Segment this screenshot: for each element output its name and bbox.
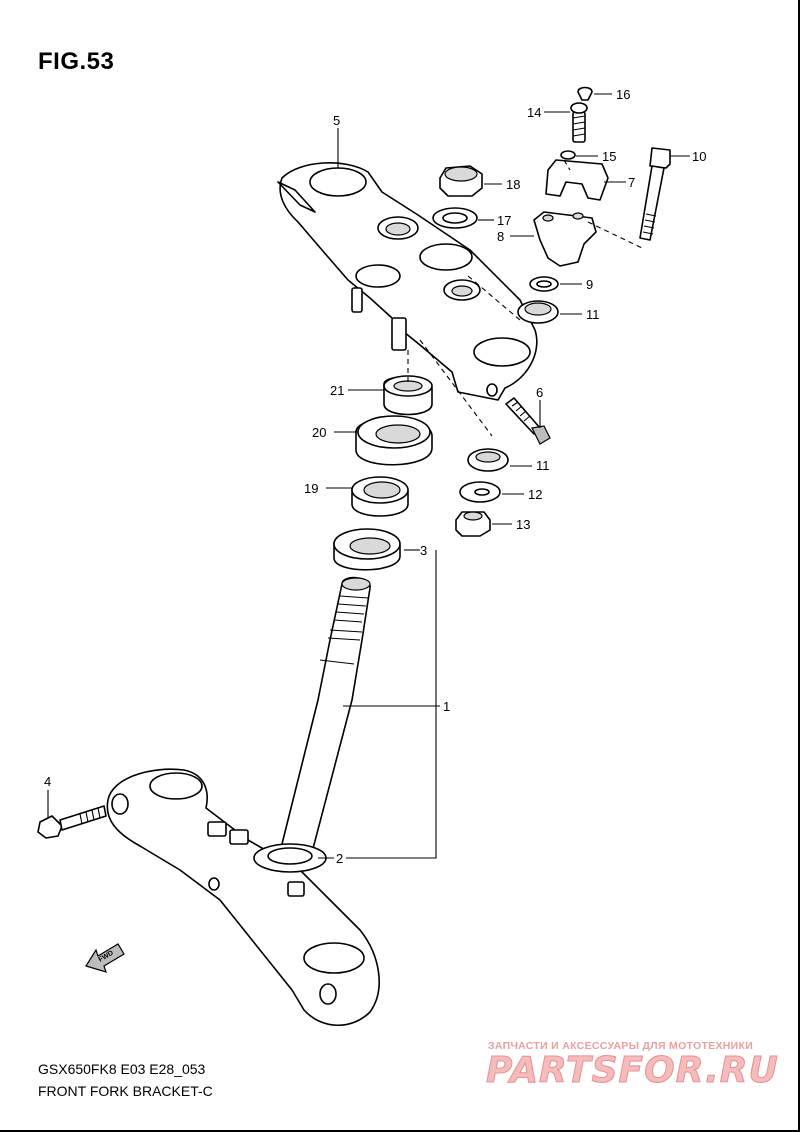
- bearing-19: [351, 476, 409, 517]
- washer-12: [459, 481, 501, 503]
- model-code: GSX650FK8 E03 E28_053: [38, 1061, 206, 1077]
- callout-13: 13: [516, 517, 530, 532]
- callout-15: 15: [602, 149, 616, 164]
- callout-7: 7: [628, 175, 635, 190]
- nut-13: [455, 511, 491, 537]
- holder-upper-7: [545, 159, 609, 201]
- callout-20: 20: [312, 425, 326, 440]
- callout-8: 8: [497, 229, 504, 244]
- bolt-4: [37, 805, 107, 839]
- callout-4: 4: [44, 774, 51, 789]
- callout-14: 14: [527, 105, 541, 120]
- holder-lower-8: [533, 211, 597, 267]
- callout-1: 1: [443, 699, 450, 714]
- callout-9: 9: [586, 277, 593, 292]
- callout-3: 3: [420, 543, 427, 558]
- figure-title: FIG.53: [38, 48, 115, 75]
- lower-bracket: [106, 768, 380, 1027]
- figure-name: FRONT FORK BRACKET-C: [38, 1083, 213, 1099]
- callout-6: 6: [536, 385, 543, 400]
- callout-2: 2: [336, 851, 343, 866]
- callout-10: 10: [692, 149, 706, 164]
- bolt-16-14-15: [560, 86, 593, 160]
- nut-21: [383, 375, 433, 416]
- washers-9-11: [517, 276, 559, 324]
- upper-bracket: [277, 162, 538, 401]
- callout-17: 17: [497, 213, 511, 228]
- fwd-arrow: FWD: [85, 943, 125, 973]
- callout-21: 21: [330, 383, 344, 398]
- callout-16: 16: [616, 87, 630, 102]
- watermark-tagline: ЗАПЧАСТИ И АКСЕССУАРЫ ДЛЯ МОТОТЕХНИКИ: [488, 1040, 754, 1052]
- steering-stem: [277, 576, 371, 861]
- watermark-logo: PARTSFOR.RU: [486, 1050, 779, 1092]
- cap-nut-18: [439, 165, 483, 197]
- callout-11-upper: 11: [586, 307, 600, 322]
- washer-11-lower: [467, 448, 509, 472]
- seal-20: [355, 415, 433, 466]
- callout-11-lower: 11: [536, 458, 550, 473]
- callout-labels: 1 2 3 4 5 6 7 8 9 10 11 11 12 13 14 15 1…: [44, 87, 706, 866]
- callout-18: 18: [506, 177, 520, 192]
- callout-19: 19: [304, 481, 318, 496]
- washer-17: [432, 207, 478, 229]
- callout-12: 12: [528, 487, 542, 502]
- race-3: [333, 528, 401, 571]
- bolt-6: [505, 397, 551, 445]
- leader-lines: [47, 93, 690, 859]
- callout-5: 5: [333, 113, 340, 128]
- bolt-10: [639, 147, 671, 241]
